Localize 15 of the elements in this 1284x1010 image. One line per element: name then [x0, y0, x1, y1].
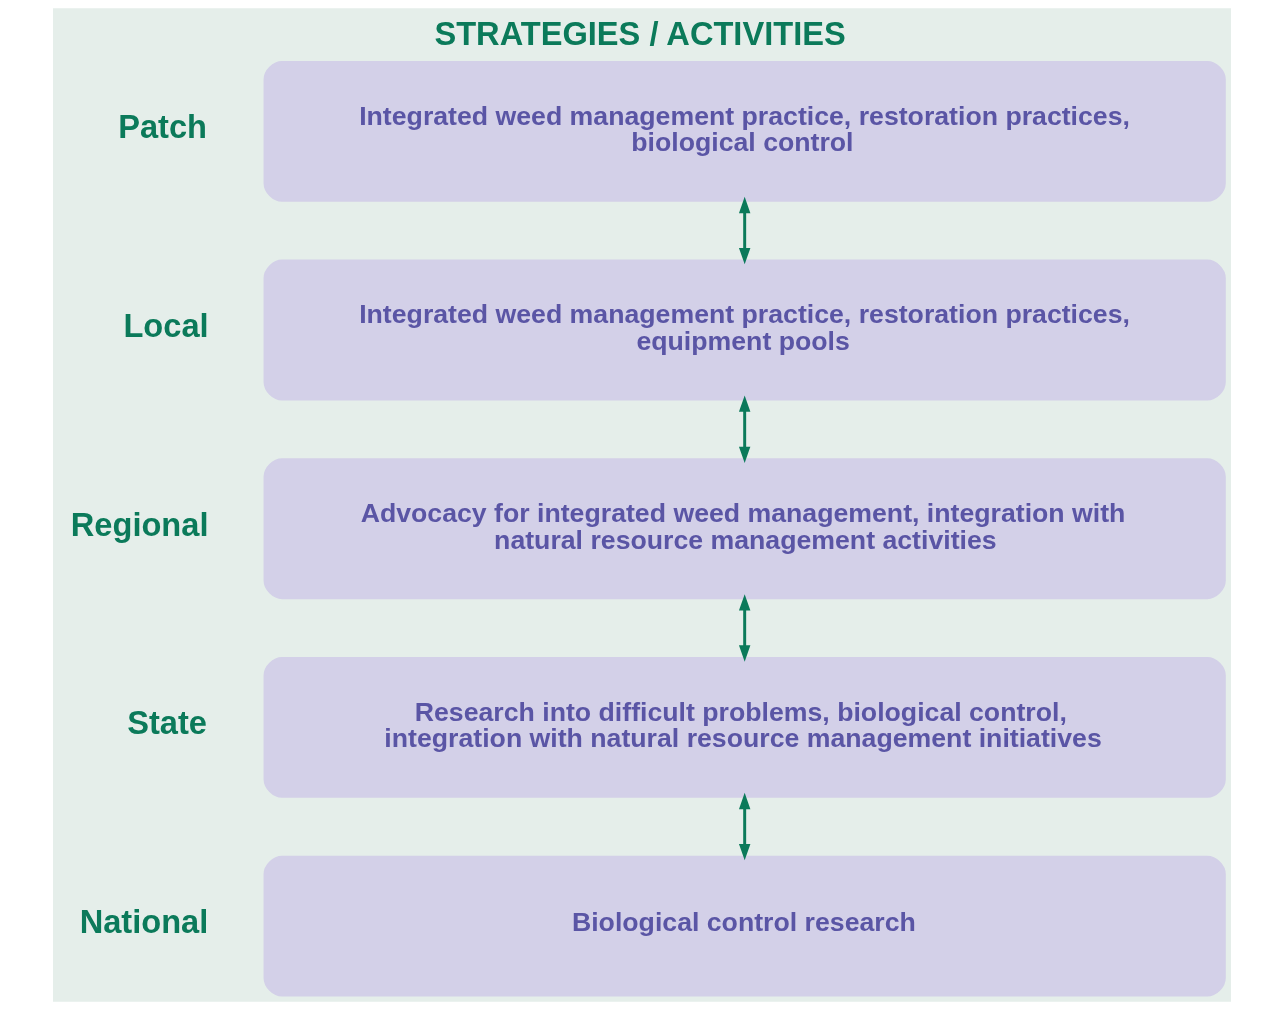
node-label: National — [79, 902, 209, 940]
arrow — [738, 395, 751, 463]
arrow — [738, 594, 751, 662]
node-box: Integrated weed management practice, restoration practices, equipment pools — [263, 259, 1226, 401]
node-box: Research into difficult problems, biological control, integration with natural resource management initiatives — [263, 657, 1226, 798]
diagram-title: STRATEGIES / ACTIVITIES — [434, 14, 846, 52]
arrow — [738, 196, 751, 265]
node-label: Regional — [70, 505, 209, 543]
node-label: Patch — [118, 108, 208, 146]
node-label: Local — [123, 306, 209, 344]
arrow — [738, 792, 751, 861]
node-box: Advocacy for integrated weed management, integration with natural resource management activities — [263, 458, 1226, 600]
node-label: State — [127, 704, 207, 742]
node-box: Biological control research — [263, 855, 1226, 997]
node-box: Integrated weed management practice, restoration practices, biological control — [263, 60, 1226, 202]
